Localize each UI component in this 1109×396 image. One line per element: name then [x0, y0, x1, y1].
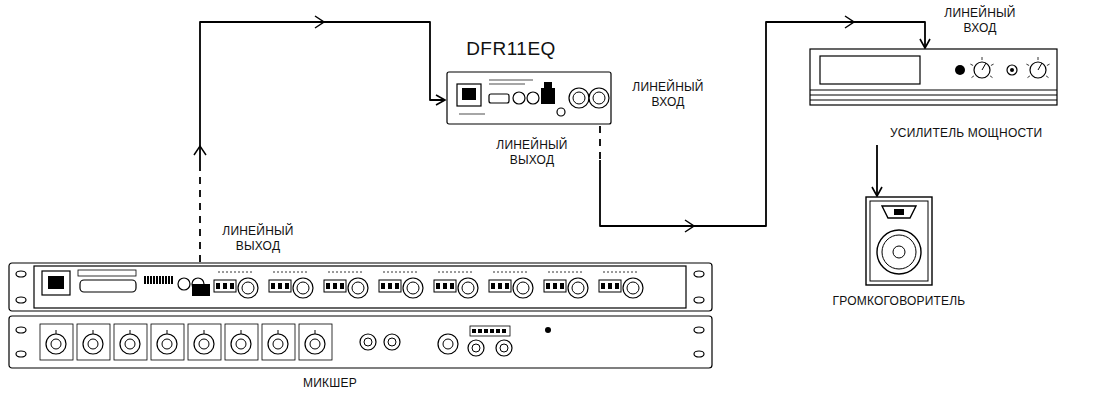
loudspeaker: ГРОМКОГОВОРИТЕЛЬ: [820, 196, 980, 310]
flow-chevron: [845, 16, 854, 28]
power-amplifier: УСИЛИТЕЛЬ МОЩНОСТИ: [800, 48, 1075, 145]
device-label: ГРОМКОГОВОРИТЕЛЬ: [833, 294, 966, 308]
equalizer-unit: DFR11EQ: [445, 28, 613, 126]
device-label: УСИЛИТЕЛЬ МОЩНОСТИ: [890, 126, 1042, 140]
cable-dashed: [599, 126, 601, 160]
cable-dashed: [199, 170, 201, 262]
flow-chevron: [685, 220, 694, 232]
port-label: ЛИНЕЙНЫЙ ВХОД: [620, 80, 716, 110]
port-label: ЛИНЕЙНЫЙ ВХОД: [932, 6, 1028, 36]
loudspeaker-drawing: [820, 196, 980, 310]
flow-chevron: [194, 146, 206, 155]
device-title: DFR11EQ: [466, 38, 556, 60]
port-label: ЛИНЕЙНЫЙ ВЫХОД: [484, 138, 580, 168]
mixer-unit: МИКШЕР: [8, 262, 714, 392]
signal-cable: [194, 16, 445, 262]
port-label: ЛИНЕЙНЫЙ ВЫХОД: [210, 224, 306, 254]
mixer-unit-drawing: [8, 262, 714, 392]
device-label: МИКШЕР: [303, 376, 357, 390]
cable-line: [876, 145, 878, 196]
signal-cable: [877, 145, 878, 196]
flow-chevron: [315, 16, 324, 28]
cable-line: [200, 22, 445, 170]
